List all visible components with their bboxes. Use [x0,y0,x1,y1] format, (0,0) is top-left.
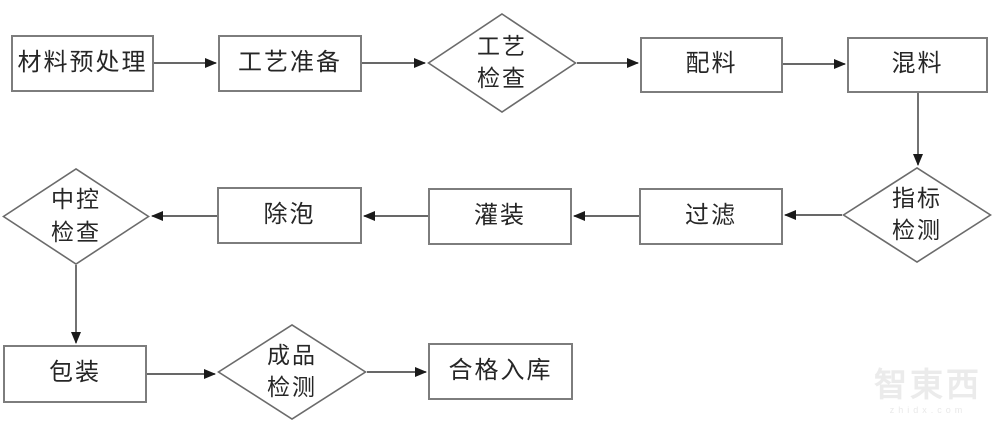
node-label-packaging: 包装 [49,360,101,387]
node-label-defoaming: 除泡 [263,201,316,228]
node-mixing: 混料 [847,37,988,93]
node-qualified-storage: 合格入库 [428,343,573,400]
node-label-process-preparation: 工艺准备 [238,49,342,76]
node-filling: 灌装 [428,188,572,245]
node-label-qualified-storage: 合格入库 [448,357,553,384]
node-label-index-testing: 指标 检测 [892,185,942,243]
node-finished-product-test: 成品 检测 [217,324,367,420]
node-label-process-inspection: 工艺 检查 [477,33,527,91]
watermark-logo: 智東西 [874,366,982,403]
node-central-control-check: 中控 检查 [2,168,150,265]
node-label-mixing: 混料 [891,51,944,78]
diamond-shape [217,324,367,420]
diamond-shape [2,168,150,265]
node-label-filling: 灌装 [474,202,526,229]
node-label-finished-product-test: 成品 检测 [267,342,317,400]
diamond-shape [427,13,577,113]
node-label-material-pretreatment: 材料预处理 [17,49,148,76]
node-packaging: 包装 [3,345,147,403]
node-batching: 配料 [640,37,783,93]
node-index-testing: 指标 检测 [842,167,992,263]
node-defoaming: 除泡 [217,187,362,244]
node-material-pretreatment: 材料预处理 [11,35,154,92]
node-filtering: 过滤 [639,188,783,245]
node-label-filtering: 过滤 [685,202,737,229]
watermark: 智東西 zhidx.com [874,368,982,415]
node-process-inspection: 工艺 检查 [427,13,577,113]
diamond-shape [842,167,992,263]
node-process-preparation: 工艺准备 [218,35,362,92]
watermark-domain: zhidx.com [889,405,967,415]
node-label-central-control-check: 中控 检查 [51,187,101,245]
node-label-batching: 配料 [685,51,738,78]
